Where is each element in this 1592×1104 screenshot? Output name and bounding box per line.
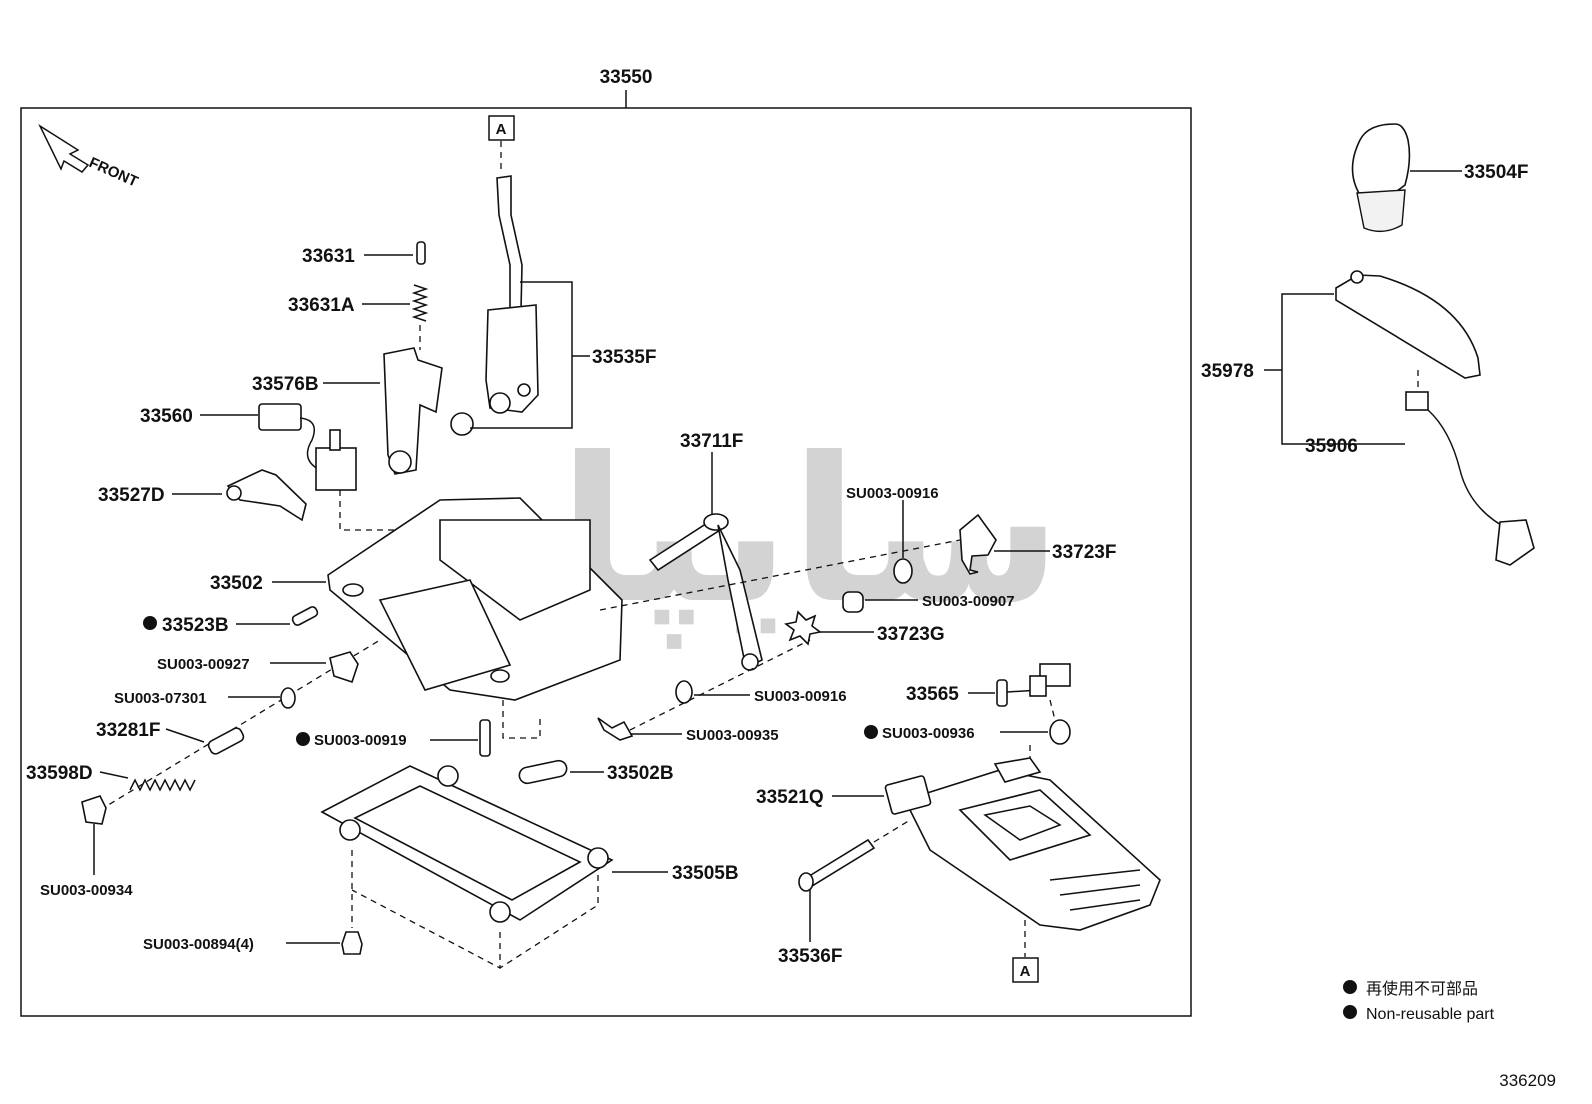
legend-jp: 再使用不可部品 [1366,980,1478,998]
return-spring-part [129,778,196,792]
svg-text:A: A [1020,963,1031,980]
assembly-number[interactable]: 33550 [600,67,653,88]
label-su00934[interactable]: SU003-00934 [40,882,133,899]
label-33723G[interactable]: 33723G [877,624,945,645]
collar-part [842,591,864,613]
non-reusable-dot-icon [296,732,310,746]
base-bracket-part [327,497,623,701]
label-33711F[interactable]: 33711F [680,431,743,452]
shift-lever-part [450,175,539,436]
shaft-lever-part [648,513,763,671]
label-33521Q[interactable]: 33521Q [756,787,824,808]
label-33631[interactable]: 33631 [302,246,355,267]
non-reusable-dot-icon [1343,980,1357,994]
stop-bracket-part [959,513,997,575]
label-su00935[interactable]: SU003-00935 [686,727,779,744]
solenoid-part [258,403,357,491]
label-33598D[interactable]: 33598D [26,763,93,784]
star-washer-part [784,610,822,646]
non-reusable-dot-icon [1343,1005,1357,1019]
label-33527D[interactable]: 33527D [98,485,165,506]
label-su00907[interactable]: SU003-00907 [922,593,1015,610]
grommet-plug-part [341,931,363,955]
retaining-clip-part [597,717,634,741]
ref-marker-bottom: A [1012,920,1039,983]
label-33281F[interactable]: 33281F [96,720,160,741]
spring-part [411,284,429,322]
non-reusable-dot-icon [143,616,157,630]
label-33631A[interactable]: 33631A [288,295,355,316]
label-33504F[interactable]: 33504F [1464,162,1528,183]
label-su00927[interactable]: SU003-00927 [157,656,250,673]
diagram-id: 336209 [1499,1071,1556,1090]
label-su00916a[interactable]: SU003-00916 [846,485,939,502]
label-33723F[interactable]: 33723F [1052,542,1116,563]
label-33505B[interactable]: 33505B [672,863,739,884]
washer-part [280,687,296,709]
label-su00919[interactable]: SU003-00919 [314,732,407,749]
label-su00936[interactable]: SU003-00936 [882,725,975,742]
clip-part [329,651,359,684]
label-33576B[interactable]: 33576B [252,374,319,395]
dowel-pin-part [479,719,491,757]
label-33502B[interactable]: 33502B [607,763,674,784]
label-su00894[interactable]: SU003-00894(4) [143,936,254,953]
pin-33523B-part [291,606,319,626]
legend: 再使用不可部品 Non-reusable part [1343,980,1495,1023]
svg-text:A: A [496,121,507,138]
legend-en: Non-reusable part [1366,1006,1495,1023]
front-arrow-icon: FRONT [38,123,140,191]
indicator-bezel-part [1335,270,1481,379]
end-cap-part [81,795,107,825]
harness-part [1405,391,1535,566]
position-switch-part [996,663,1071,707]
washer-part [893,558,913,584]
label-33536F[interactable]: 33536F [778,946,842,967]
non-reusable-dot-icon [864,725,878,739]
label-35906[interactable]: 35906 [1305,436,1358,457]
washer-part [675,680,693,704]
label-33502[interactable]: 33502 [210,573,263,594]
bushing-part [207,727,245,755]
washer-part [1049,719,1071,745]
shift-knob-part [1351,123,1411,233]
assembly-frame [20,107,1192,1017]
label-33565[interactable]: 33565 [906,684,959,705]
ref-marker-top: A [488,115,515,172]
label-su00916b[interactable]: SU003-00916 [754,688,847,705]
gasket-frame-part [320,765,614,923]
label-su07301[interactable]: SU003-07301 [114,690,207,707]
indicator-housing-part [884,757,1161,931]
label-33523B[interactable]: 33523B [162,615,229,636]
label-35978[interactable]: 35978 [1201,361,1254,382]
label-33535F[interactable]: 33535F [592,347,656,368]
svg-text:FRONT: FRONT [86,154,140,191]
label-33560[interactable]: 33560 [140,406,193,427]
grommet-part [518,759,568,785]
detent-lever-part [226,469,307,522]
bolt-part [804,838,876,888]
pin-part [416,241,426,265]
